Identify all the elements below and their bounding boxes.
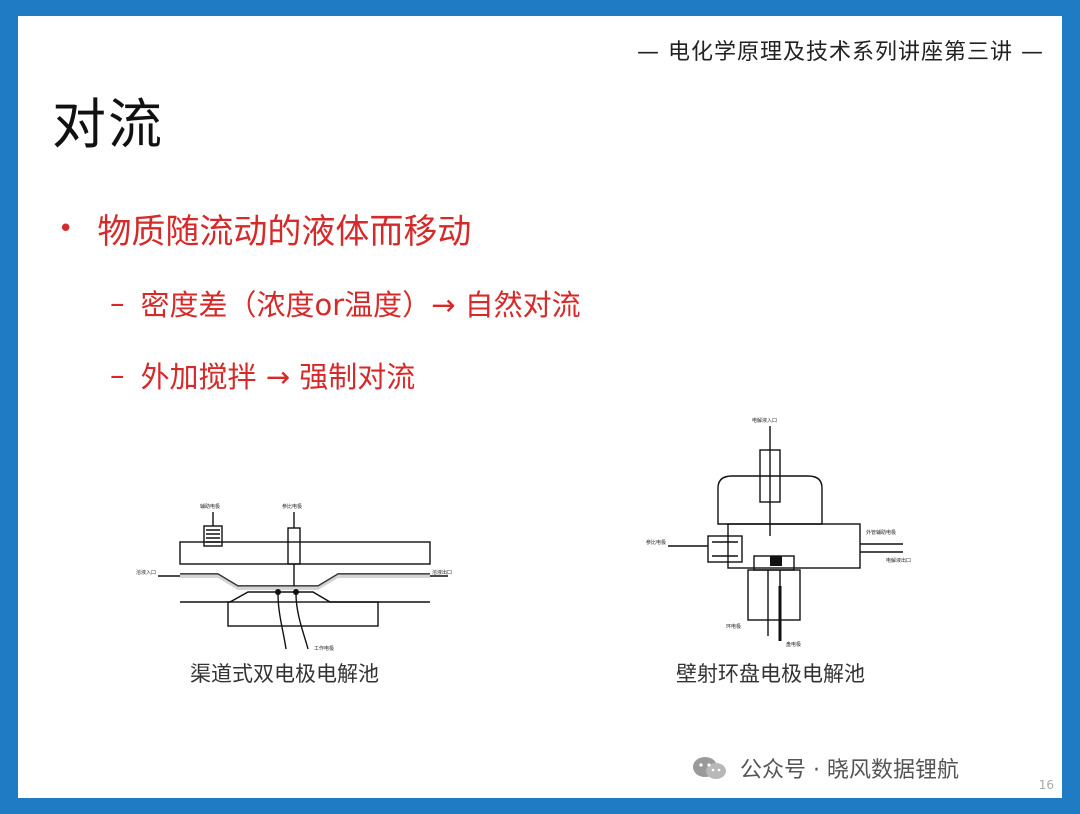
sub-text: 外加搅拌 → 强制对流 (140, 360, 416, 394)
label-inlet: 电解液入口 (752, 417, 777, 424)
wall-jet-cell-diagram: 电解液入口 参比电极 外管辅助电极 电解液出口 环电极 盘电极 (646, 417, 911, 648)
label-ring: 环电极 (726, 623, 741, 630)
sub-item-forced-convection: – 外加搅拌 → 强制对流 (110, 354, 415, 396)
sub-dash: – (110, 358, 125, 392)
page-number: 16 (1038, 778, 1054, 792)
label-work: 工作电极 (314, 645, 334, 652)
caption-wall-jet-cell: 壁射环盘电极电解池 (676, 662, 865, 686)
aux-electrode (203, 525, 223, 547)
watermark-text: 公众号 · 晓风数据锂航 (740, 758, 959, 783)
top-block (179, 541, 431, 565)
ref-electrode (287, 527, 301, 565)
label-outer-aux: 外管辅助电极 (866, 529, 896, 536)
bullet-dot: • (58, 213, 74, 244)
caption-channel-cell: 渠道式双电极电解池 (190, 662, 379, 686)
label-outlet: 溶液出口 (432, 569, 452, 576)
label-ref: 参比电极 (282, 503, 302, 510)
sub-text: 密度差（浓度or温度）→ 自然对流 (140, 288, 581, 322)
page-title: 对流 (52, 93, 164, 156)
watermark: 公众号 · 晓风数据锂航 (690, 752, 959, 784)
series-title: — 电化学原理及技术系列讲座第三讲 — (637, 40, 1044, 65)
channel-cell-diagram: 辅助电极 参比电极 溶液入口 溶液出口 工作电极 (136, 503, 452, 652)
label-inlet: 溶液入口 (136, 569, 156, 576)
label-ref: 参比电极 (646, 539, 666, 546)
channel-bottom (180, 591, 430, 603)
bullet-text: 物质随流动的液体而移动 (97, 212, 472, 252)
label-disk: 盘电极 (786, 641, 801, 648)
bullet-main: • 物质随流动的液体而移动 (58, 204, 471, 253)
label-aux: 辅助电极 (200, 503, 220, 510)
sub-item-natural-convection: – 密度差（浓度or温度）→ 自然对流 (110, 282, 581, 324)
bottom-block (227, 601, 379, 627)
sub-dash: – (110, 286, 125, 320)
wechat-icon (693, 757, 726, 779)
cell-body-top (717, 475, 823, 525)
ref-electrode (707, 535, 743, 563)
label-outlet: 电解液出口 (886, 557, 911, 564)
slide: — 电化学原理及技术系列讲座第三讲 — 对流 • 物质随流动的液体而移动 – 密… (18, 16, 1062, 798)
